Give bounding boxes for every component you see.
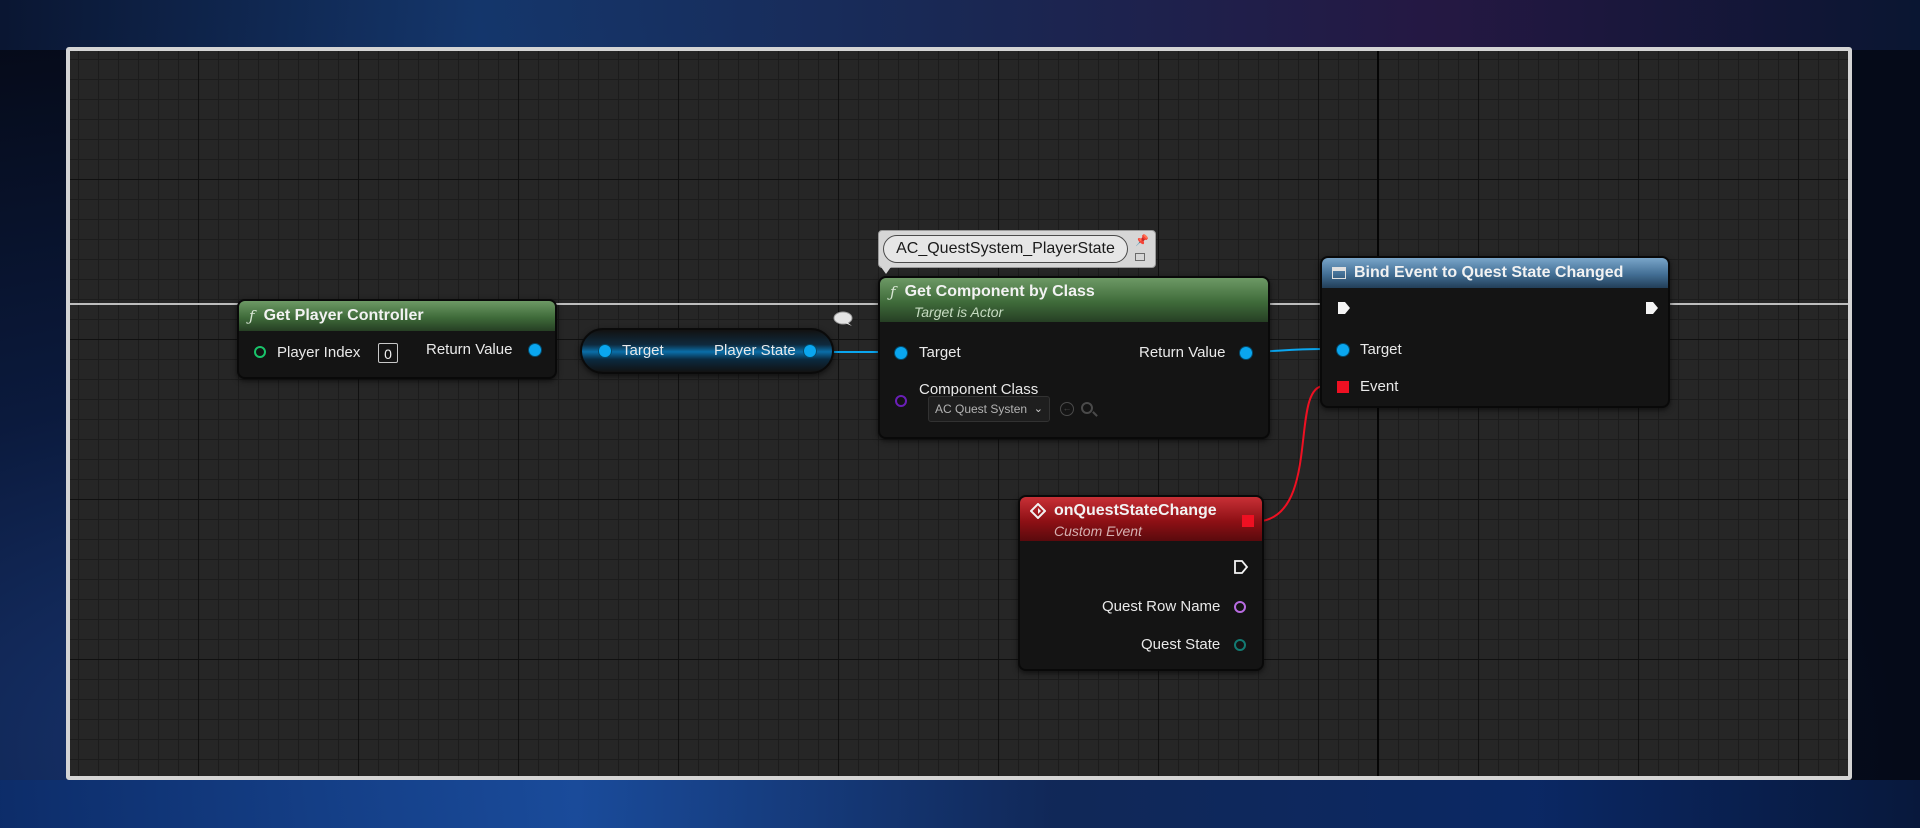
node-bind-event[interactable]: Bind Event to Quest State Changed Target… — [1320, 256, 1670, 408]
comment-bubble-icon[interactable] — [831, 310, 855, 328]
pin-return-value[interactable] — [1240, 347, 1252, 359]
pin-event-delegate[interactable] — [1337, 381, 1349, 393]
use-selected-icon[interactable]: ← — [1060, 402, 1074, 416]
pin-quest-state[interactable] — [1234, 639, 1246, 651]
background-artwork-bottom — [0, 780, 1920, 828]
pin-label-quest-row-name: Quest Row Name — [1102, 598, 1221, 615]
node-header: Bind Event to Quest State Changed — [1322, 258, 1668, 288]
pin-label-target: Target — [622, 342, 664, 359]
pin-player-state[interactable] — [804, 345, 816, 357]
pin-return-value[interactable] — [529, 344, 541, 356]
browse-search-icon[interactable] — [1081, 402, 1093, 414]
blueprint-graph-canvas[interactable]: ƒ Get Player Controller Player Index 0 R… — [66, 47, 1852, 780]
expand-comment-icon[interactable] — [1135, 253, 1145, 261]
graph-origin-axis-vertical — [1377, 51, 1379, 776]
pin-target[interactable] — [1337, 344, 1349, 356]
pin-player-index[interactable] — [254, 346, 266, 358]
pin-label-player-state: Player State — [714, 342, 796, 359]
node-get-component-by-class[interactable]: ƒ Get Component by Class Target is Actor… — [878, 276, 1270, 439]
output-delegate-pin[interactable] — [1242, 515, 1254, 527]
comment-tail — [881, 267, 891, 274]
background-artwork-top — [0, 0, 1920, 50]
component-class-dropdown[interactable]: AC Quest Systen ⌄ — [928, 396, 1050, 422]
node-title: Get Player Controller — [263, 307, 424, 324]
function-icon: ƒ — [890, 283, 896, 301]
node-subtitle: Custom Event — [1054, 523, 1142, 539]
node-custom-event[interactable]: onQuestStateChange Custom Event Quest Ro… — [1018, 495, 1264, 671]
function-icon: ƒ — [249, 307, 255, 325]
exec-in-pin[interactable] — [1336, 300, 1352, 316]
pin-component-class[interactable] — [895, 395, 907, 407]
node-comment-bubble[interactable]: AC_QuestSystem_PlayerState 📌 — [878, 230, 1156, 274]
node-title: Bind Event to Quest State Changed — [1354, 264, 1624, 281]
node-get-player-state[interactable]: Target Player State — [580, 328, 834, 374]
exec-out-pin[interactable] — [1644, 300, 1660, 316]
bind-event-icon — [1332, 267, 1346, 279]
pin-label-target: Target — [1360, 341, 1402, 358]
event-icon — [1030, 503, 1046, 519]
pin-label-quest-state: Quest State — [1141, 636, 1221, 653]
pin-quest-row-name[interactable] — [1234, 601, 1246, 613]
chevron-down-icon: ⌄ — [1033, 403, 1043, 415]
comment-text: AC_QuestSystem_PlayerState — [883, 235, 1128, 263]
node-header: ƒ Get Component by Class Target is Actor — [880, 278, 1268, 322]
node-header: onQuestStateChange Custom Event — [1020, 497, 1262, 541]
node-header: ƒ Get Player Controller — [239, 301, 555, 331]
pin-label-target: Target — [919, 344, 961, 361]
component-class-value: AC Quest Systen — [935, 402, 1028, 416]
pin-label-return-value: Return Value — [426, 341, 513, 358]
pin-target[interactable] — [599, 345, 611, 357]
wire-event-delegate — [1261, 385, 1325, 522]
node-get-player-controller[interactable]: ƒ Get Player Controller Player Index 0 R… — [237, 299, 557, 379]
pin-label-event: Event — [1360, 378, 1399, 395]
exec-out-pin[interactable] — [1233, 559, 1249, 575]
pin-target[interactable] — [895, 347, 907, 359]
pin-label-return-value: Return Value — [1139, 344, 1226, 361]
pin-label-player-index: Player Index — [277, 344, 361, 361]
player-index-input[interactable]: 0 — [378, 343, 398, 363]
node-subtitle: Target is Actor — [914, 304, 1004, 320]
node-title: Get Component by Class — [904, 283, 1095, 300]
pin-label-component-class: Component Class — [919, 381, 1039, 398]
node-title: onQuestStateChange — [1054, 502, 1217, 519]
pin-comment-icon[interactable]: 📌 — [1135, 235, 1149, 247]
